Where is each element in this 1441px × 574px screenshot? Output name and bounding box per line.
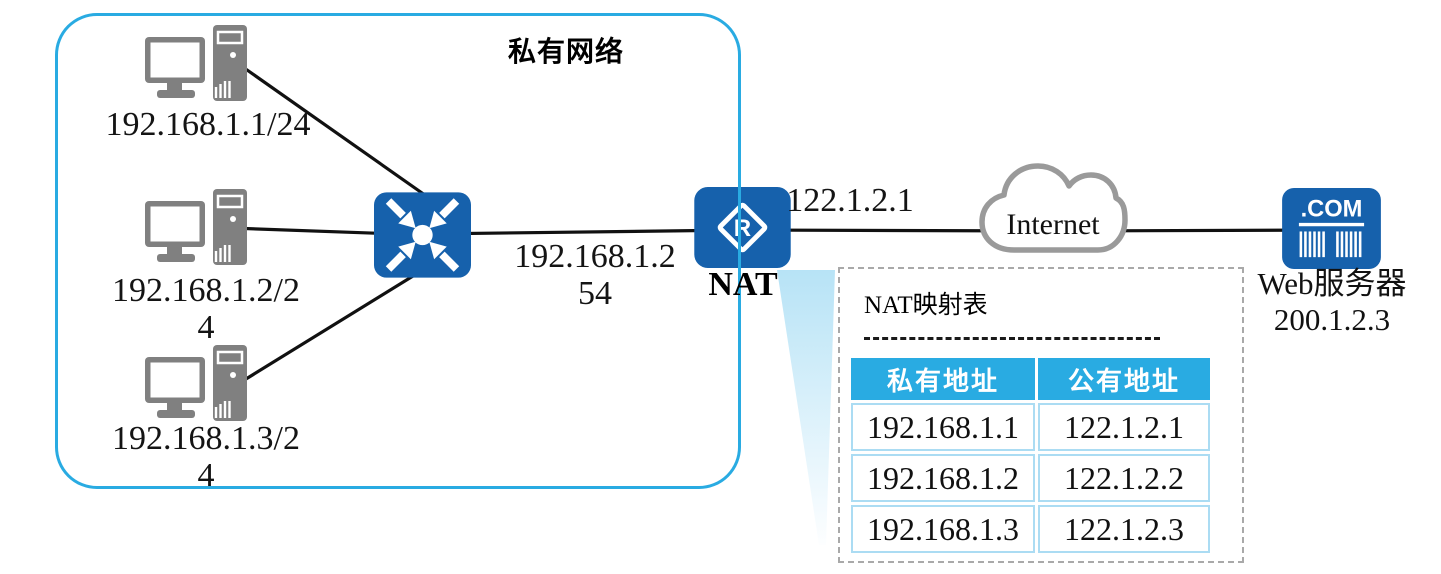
router-lan-ip-label: 192.168.1.254 (514, 238, 676, 313)
internet-label: Internet (1006, 208, 1100, 241)
nat-mapping-callout: NAT映射表 私有地址 公有地址 192.168.1.1 122.1.2.1 1… (838, 267, 1244, 563)
nat-table-separator (864, 337, 1160, 340)
link-switch-router (423, 228, 744, 236)
router-letter: R (734, 215, 751, 242)
cell-public-2: 122.1.2.2 (1038, 454, 1210, 502)
web-server-icon: .COM (1282, 188, 1381, 269)
pc2-icon (145, 189, 247, 265)
cell-private-1: 192.168.1.1 (851, 403, 1035, 451)
nat-mapping-table: 私有地址 公有地址 192.168.1.1 122.1.2.1 192.168.… (848, 355, 1213, 556)
router-public-ip-label: 122.1.2.1 (786, 182, 914, 219)
web-server-ip: 200.1.2.3 (1273, 301, 1391, 337)
cell-private-2: 192.168.1.2 (851, 454, 1035, 502)
pc3-icon (145, 345, 247, 421)
table-row: 192.168.1.3 122.1.2.3 (851, 505, 1210, 553)
host1-ip-label: 192.168.1.1/24 (105, 106, 311, 143)
cell-private-3: 192.168.1.3 (851, 505, 1035, 553)
cell-public-1: 122.1.2.1 (1038, 403, 1210, 451)
link-pc3-switch (231, 266, 428, 389)
pc1-icon (145, 25, 247, 101)
table-row: 192.168.1.2 122.1.2.2 (851, 454, 1210, 502)
table-row: 192.168.1.1 122.1.2.1 (851, 403, 1210, 451)
nat-table-title: NAT映射表 (864, 292, 988, 319)
col-private-address: 私有地址 (851, 358, 1035, 400)
nat-router-label: NAT (708, 266, 778, 303)
host3-ip-label: 192.168.1.3/24 (112, 420, 300, 495)
lan-switch-icon (374, 192, 471, 278)
web-server-label: Web服务器 200.1.2.3 (1242, 266, 1422, 337)
link-pc1-switch (228, 56, 434, 202)
cell-public-3: 122.1.2.3 (1038, 505, 1210, 553)
private-network-title: 私有网络 (507, 36, 624, 67)
internet-cloud-icon (979, 163, 1128, 253)
web-server-name: Web服务器 (1257, 266, 1407, 301)
table-header-row: 私有地址 公有地址 (851, 358, 1210, 400)
server-com-text: .COM (1301, 197, 1363, 223)
callout-wedge (777, 270, 835, 545)
col-public-address: 公有地址 (1038, 358, 1210, 400)
host2-ip-label: 192.168.1.2/24 (112, 272, 300, 347)
